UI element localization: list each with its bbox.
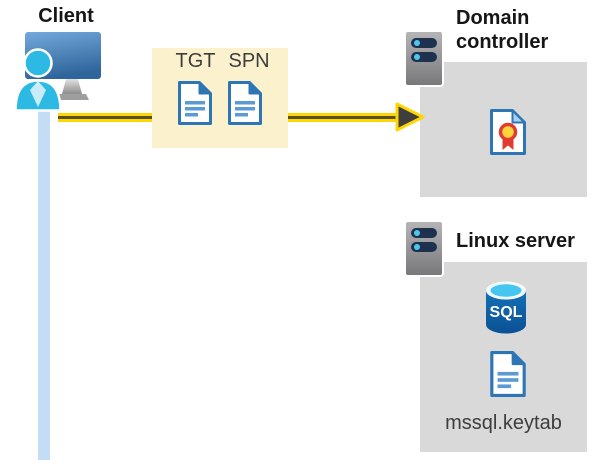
linux-server-icon <box>404 220 444 277</box>
ticket-callout: TGT SPN <box>152 48 288 148</box>
sql-icon-label: SQL <box>490 304 523 321</box>
person-collar <box>30 81 46 107</box>
monitor-stand <box>62 79 82 94</box>
keytab-filename-label: mssql.keytab <box>445 412 562 434</box>
client-lifeline <box>38 88 50 460</box>
linux-server-title: Linux server <box>456 230 575 252</box>
certificate-icon <box>490 109 526 155</box>
tgt-label: TGT <box>175 50 216 72</box>
spn-label: SPN <box>228 50 270 72</box>
domain-controller-server-icon <box>404 30 444 87</box>
client-title: Client <box>38 5 94 27</box>
sql-database-icon: SQL <box>486 281 526 334</box>
spn-document-icon <box>228 81 262 125</box>
ticket-icons-row <box>177 80 263 126</box>
auth-request-arrow-head <box>395 102 425 132</box>
tgt-document-icon <box>178 81 212 125</box>
domain-controller-title: Domain controller <box>456 7 549 53</box>
client-user-computer-icon <box>14 32 101 112</box>
monitor-base <box>55 94 89 100</box>
person-head <box>23 48 53 78</box>
ticket-labels-row: TGT SPN <box>175 50 270 73</box>
keytab-document-icon <box>490 351 526 397</box>
